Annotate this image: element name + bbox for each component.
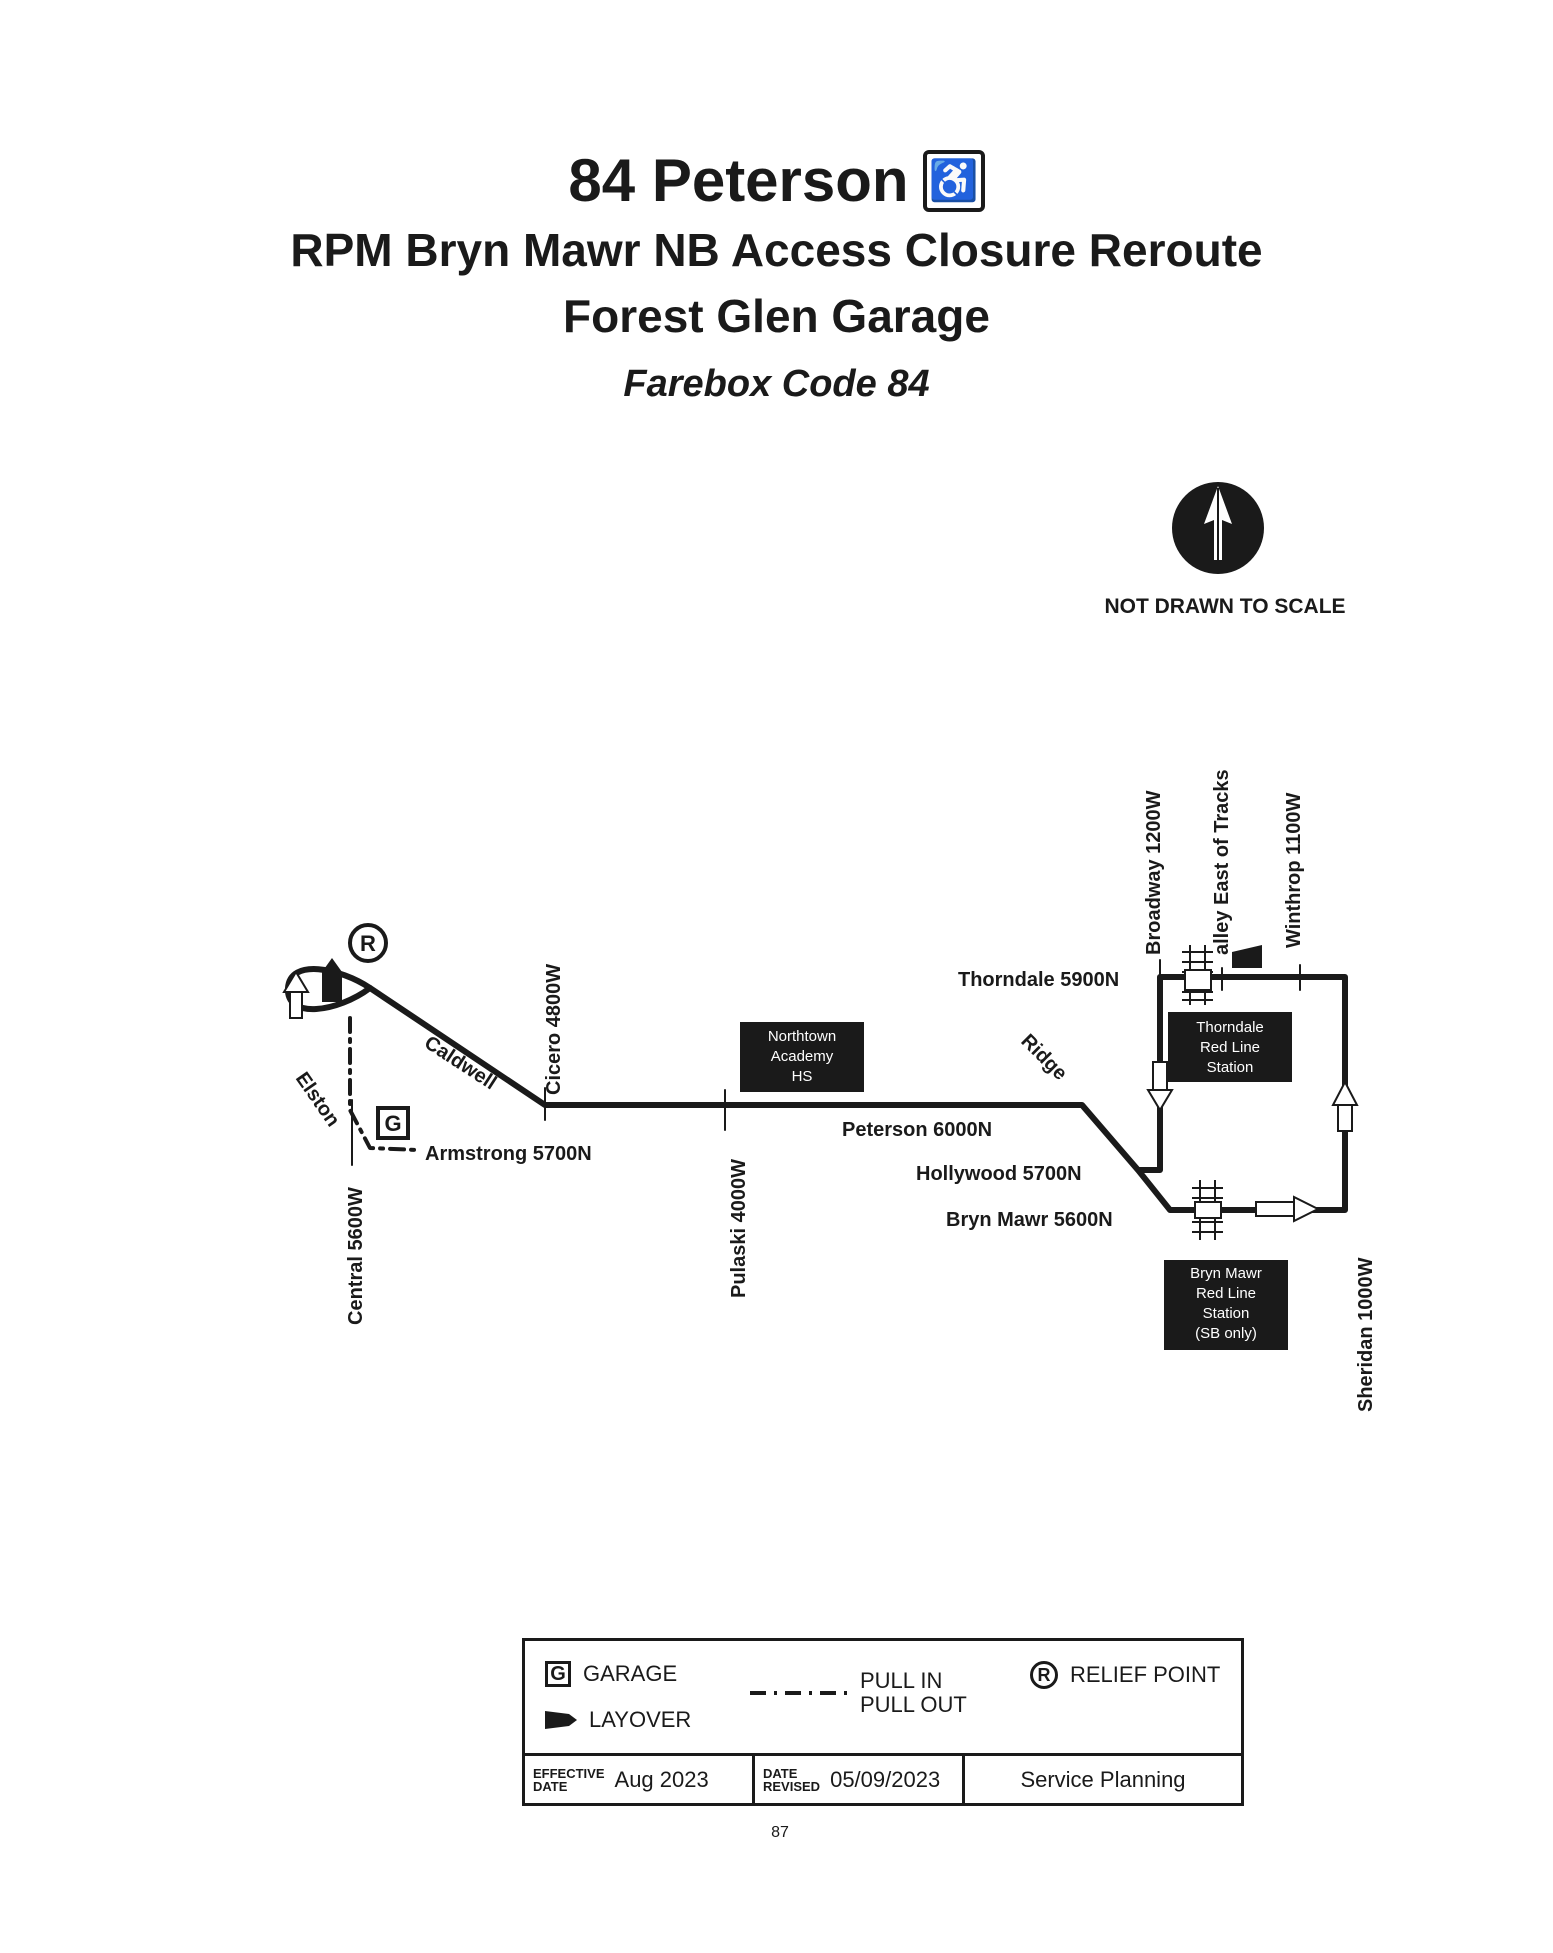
peterson-label: Peterson 6000N (842, 1119, 992, 1141)
pulaski-label: Pulaski 4000W (728, 1159, 750, 1298)
layover-icon (1232, 945, 1262, 968)
svg-text:Station: Station (1207, 1059, 1254, 1076)
route-title: 84 Peterson ♿ (568, 145, 985, 217)
northbound-arrow-icon (1331, 1079, 1359, 1132)
svg-text:Station: Station (1203, 1305, 1250, 1322)
pull-in-out-line (348, 1016, 420, 1152)
bryn-mawr-station-box: Bryn Mawr Red Line Station (SB only) (1164, 1260, 1288, 1350)
svg-text:Red Line: Red Line (1196, 1285, 1256, 1302)
legend-pull: PULL IN PULL OUT (750, 1669, 967, 1717)
sheridan-label: Sheridan 1000W (1355, 1257, 1377, 1412)
legend-box: G GARAGE LAYOVER PULL IN PULL OUT R RELI… (522, 1638, 1244, 1806)
winthrop-label: Winthrop 1100W (1283, 792, 1305, 948)
elston-label: Elston (291, 1068, 344, 1131)
layover-icon (545, 1711, 577, 1729)
page-number: 87 (771, 1824, 789, 1841)
legend-layover-label: LAYOVER (589, 1707, 692, 1732)
alley-label: alley East of Tracks (1211, 769, 1233, 955)
armstrong-label: Armstrong 5700N (425, 1143, 592, 1165)
garage-title: Forest Glen Garage (563, 290, 990, 342)
legend-pull-out: PULL OUT (860, 1692, 967, 1717)
department-label: Service Planning (1020, 1766, 1186, 1792)
svg-text:R: R (360, 931, 376, 956)
effective-date-value: Aug 2023 (614, 1766, 709, 1792)
loop-arrow-icon (282, 970, 310, 1019)
bryn-mawr-tracks (1192, 1180, 1223, 1240)
farebox-code: Farebox Code 84 (623, 363, 930, 405)
svg-text:G: G (384, 1111, 401, 1136)
legend-garage: G GARAGE (545, 1661, 677, 1687)
northtown-academy-box: Northtown Academy HS (740, 1022, 864, 1092)
svg-text:Thorndale: Thorndale (1196, 1019, 1264, 1036)
thorndale-label: Thorndale 5900N (958, 969, 1119, 991)
north-arrow-icon (1172, 482, 1264, 574)
legend-layover: LAYOVER (545, 1707, 691, 1733)
caldwell-label: Caldwell (420, 1032, 500, 1095)
legend-symbols: G GARAGE LAYOVER PULL IN PULL OUT R RELI… (525, 1641, 1241, 1756)
garage-marker: G (376, 1106, 410, 1140)
svg-text:HS: HS (792, 1068, 813, 1085)
route-name: 84 Peterson (568, 147, 909, 214)
revised-label-1: DATE (763, 1765, 798, 1781)
department-cell: Service Planning (965, 1753, 1241, 1806)
revised-date-value: 05/09/2023 (830, 1766, 941, 1792)
not-to-scale-note: NOT DRAWN TO SCALE (1104, 595, 1346, 618)
legend-relief-label: RELIEF POINT (1070, 1662, 1221, 1687)
effective-label-2: DATE (533, 1778, 568, 1794)
title-block: 84 Peterson ♿ RPM Bryn Mawr NB Access Cl… (0, 145, 1553, 417)
legend-pull-in: PULL IN (860, 1668, 943, 1693)
southbound-arrow-icon (1146, 1061, 1174, 1112)
svg-text:Bryn Mawr: Bryn Mawr (1190, 1265, 1262, 1282)
revised-label-2: REVISED (763, 1778, 821, 1794)
svg-text:Academy: Academy (771, 1048, 834, 1065)
svg-text:(SB only): (SB only) (1195, 1325, 1257, 1342)
legend-garage-label: GARAGE (583, 1661, 678, 1686)
route-line (367, 974, 1348, 1213)
bryn-mawr-label: Bryn Mawr 5600N (946, 1209, 1113, 1231)
svg-text:Northtown: Northtown (768, 1028, 836, 1045)
svg-text:Red Line: Red Line (1200, 1039, 1260, 1056)
relief-point-marker: R (348, 923, 388, 963)
legend-relief: R RELIEF POINT (1030, 1661, 1220, 1689)
garage-icon: G (545, 1661, 571, 1687)
ridge-label: Ridge (1016, 1030, 1071, 1085)
pull-in-out-line-icon (750, 1691, 850, 1695)
eastbound-arrow-icon (1255, 1195, 1321, 1223)
relief-point-icon: R (1030, 1661, 1058, 1689)
central-label: Central 5600W (345, 1187, 367, 1325)
hollywood-label: Hollywood 5700N (916, 1163, 1082, 1185)
thorndale-tracks (1182, 945, 1213, 1005)
broadway-label: Broadway 1200W (1143, 790, 1165, 955)
effective-label-1: EFFECTIVE (533, 1765, 605, 1781)
cicero-label: Cicero 4800W (543, 964, 565, 1095)
reroute-subtitle: RPM Bryn Mawr NB Access Closure Reroute (290, 224, 1263, 276)
terminal-bus-icon (322, 958, 342, 1002)
wheelchair-accessible-icon: ♿ (922, 150, 985, 212)
thorndale-station-box: Thorndale Red Line Station (1168, 1012, 1292, 1082)
